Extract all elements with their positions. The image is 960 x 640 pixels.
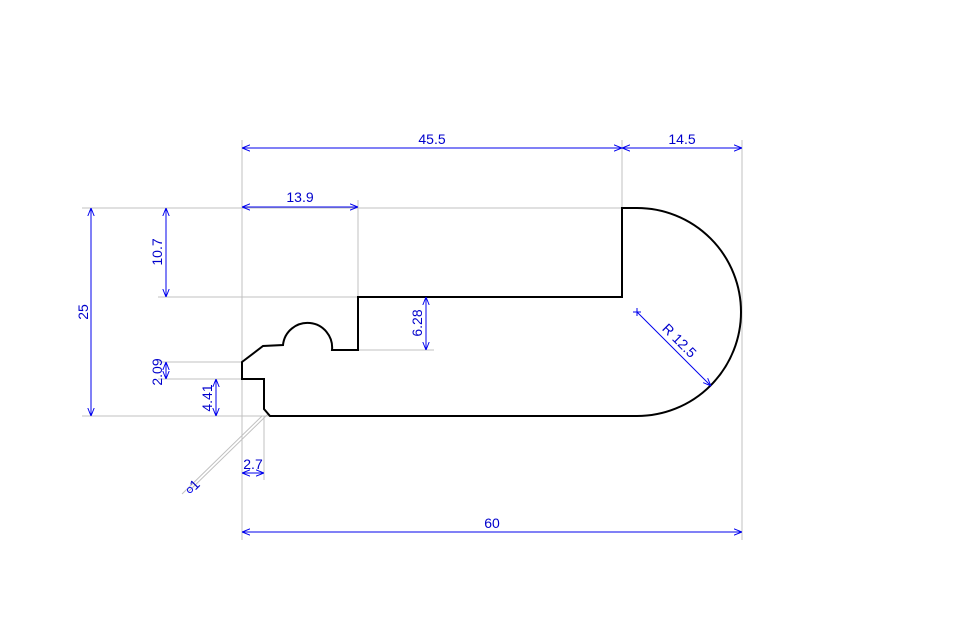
dim-2-09: 2.09 xyxy=(149,358,165,385)
dim-2-7: 2.7 xyxy=(243,456,263,472)
dim-6-28: 6.28 xyxy=(409,309,425,336)
dim-25: 25 xyxy=(75,304,91,320)
dim-10-7: 10.7 xyxy=(149,238,165,265)
dimension-lines xyxy=(91,148,742,532)
dim-60: 60 xyxy=(484,515,500,531)
profile-outline xyxy=(241,207,742,417)
dimension-labels: 45.5 14.5 13.9 25 10.7 6.28 2.09 4.41 2.… xyxy=(75,131,700,531)
leader-note: 1 xyxy=(186,476,203,493)
dim-13-9: 13.9 xyxy=(286,189,313,205)
dim-45-5: 45.5 xyxy=(418,131,445,147)
dim-4-41: 4.41 xyxy=(199,384,215,411)
dim-14-5: 14.5 xyxy=(668,131,695,147)
extension-lines xyxy=(82,140,743,540)
